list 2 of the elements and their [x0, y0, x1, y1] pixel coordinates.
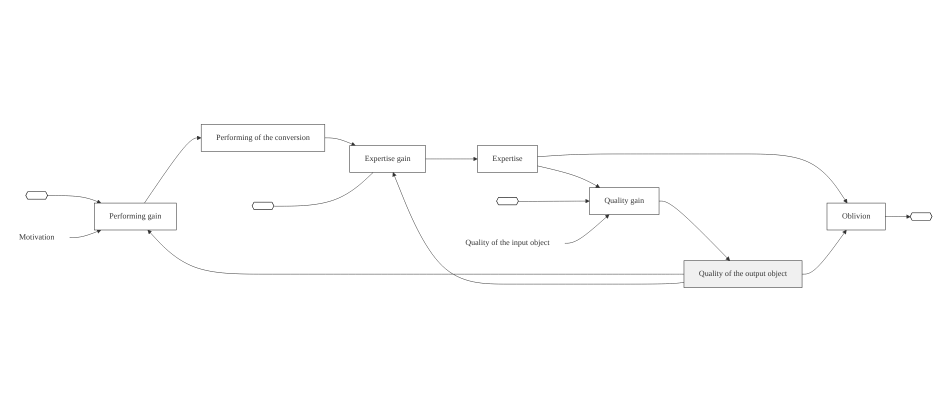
arrow [564, 214, 610, 244]
connector [274, 172, 374, 206]
